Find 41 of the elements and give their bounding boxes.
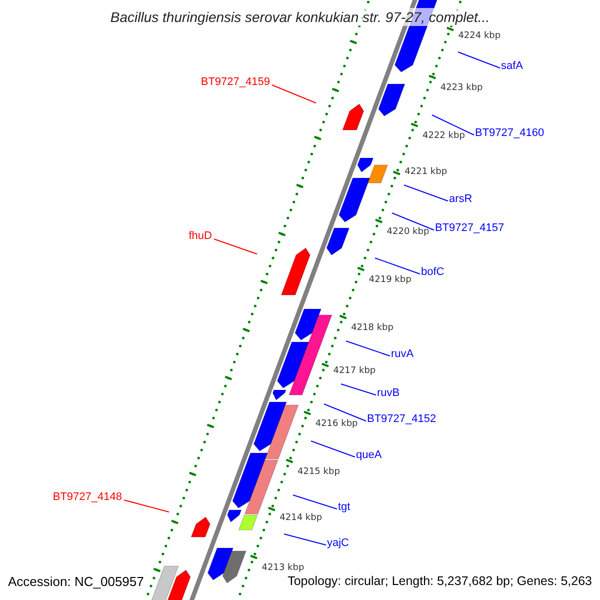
leader-line	[272, 84, 316, 104]
gene-label: BT9727_4159	[200, 75, 270, 89]
scale-label: 4215 kbp	[298, 468, 340, 477]
gene-label: fhuD	[188, 229, 212, 243]
scale-label: 4218 kbp	[351, 324, 394, 333]
leader-line	[340, 384, 376, 396]
scale-label: 4223 kbp	[440, 84, 483, 93]
genome-summary-text: Topology: circular; Length: 5,237,682 bp; Genes: 5,263	[288, 573, 592, 590]
gene-label: arsR	[449, 192, 472, 206]
leader-line	[292, 494, 338, 510]
leader-line	[392, 212, 434, 230]
scale-label: 4214 kbp	[280, 514, 322, 523]
scale-label: 4217 kbp	[333, 367, 376, 376]
gene-label: queA	[356, 448, 382, 462]
scale-label: 4220 kbp	[386, 228, 430, 237]
gene-label: tgt	[338, 500, 350, 514]
gene-label: bofC	[421, 265, 444, 279]
leader-line	[124, 500, 170, 512]
leader-line	[458, 52, 500, 68]
gene-label: BT9727_4160	[475, 126, 544, 140]
leader-line	[346, 340, 390, 356]
gene-label: BT9727_4148	[52, 490, 122, 504]
leader-line	[324, 404, 366, 422]
scale-label: 4213 kbp	[262, 564, 304, 573]
gene-label: yajC	[327, 536, 350, 550]
leader-line	[284, 534, 326, 546]
scale-label: 4224 kbp	[458, 32, 501, 41]
scale-label: 4219 kbp	[368, 276, 412, 285]
scale-label: 4216 kbp	[315, 420, 358, 429]
gene-label: safA	[501, 59, 524, 73]
leader-line	[404, 184, 448, 202]
gene-label: BT9727_4152	[367, 412, 436, 426]
leader-line	[310, 440, 356, 458]
leader-line	[432, 114, 474, 136]
scale-label: 4222 kbp	[422, 132, 465, 141]
gene-label: BT9727_4157	[435, 221, 504, 235]
leader-line	[374, 258, 420, 274]
gene-label: ruvA	[391, 347, 414, 361]
leader-line	[214, 238, 258, 254]
scale-label: 4221 kbp	[404, 168, 448, 177]
gene-label: ruvB	[377, 386, 400, 400]
